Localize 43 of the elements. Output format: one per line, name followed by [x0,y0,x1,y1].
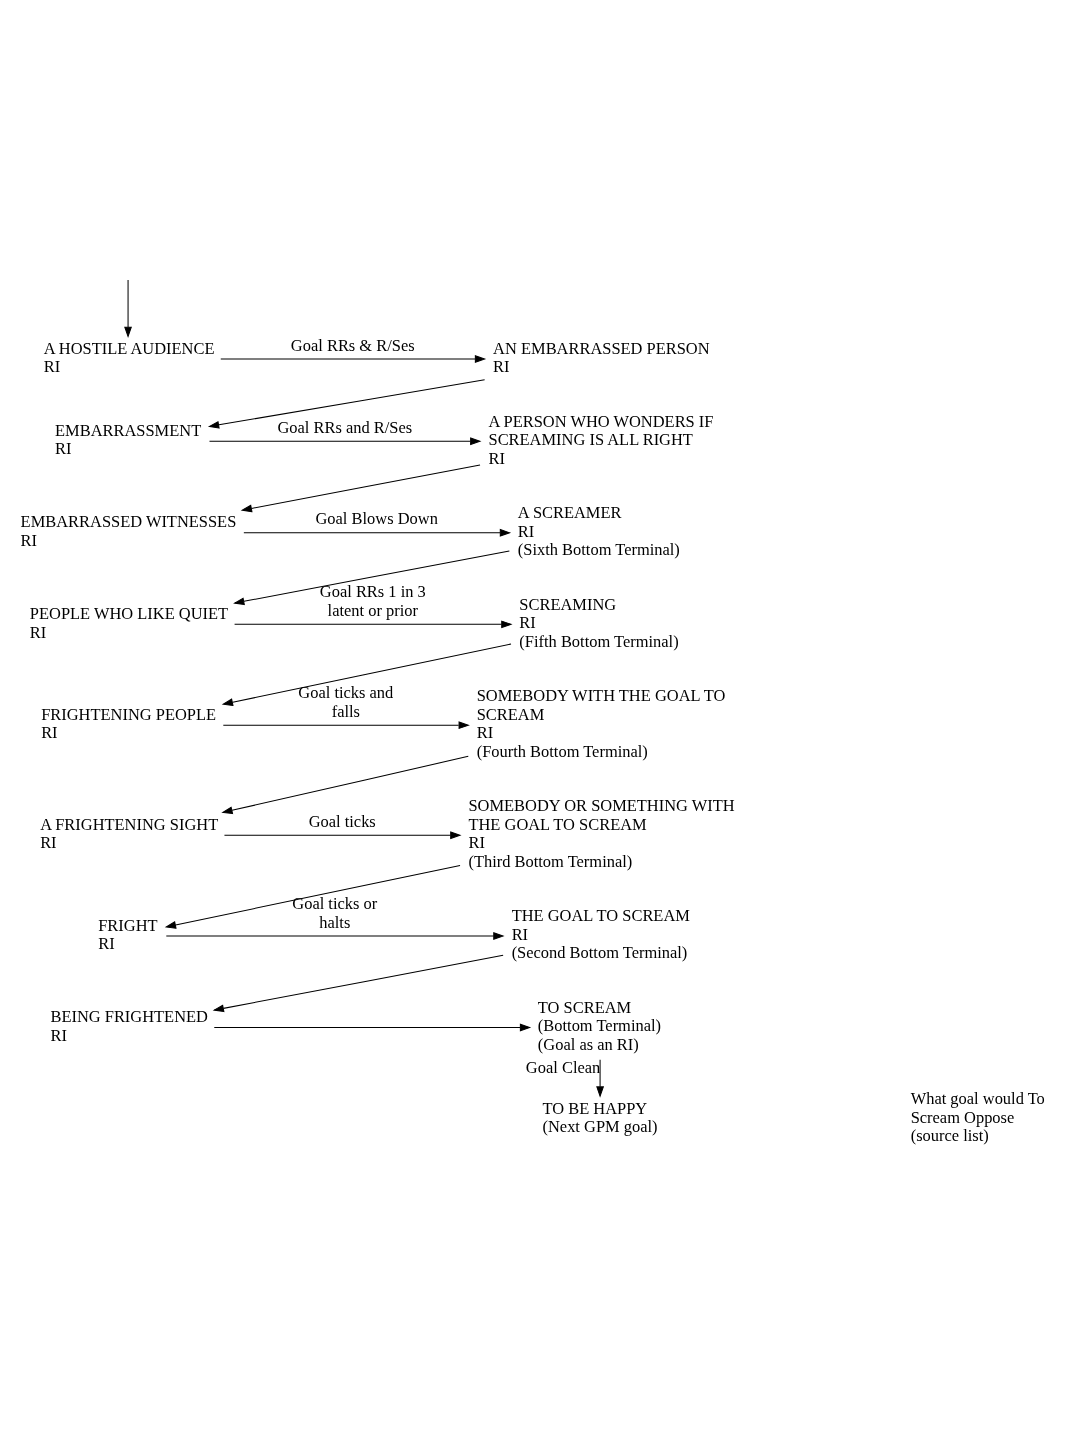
edge-label: Goal ticks and falls [298,683,394,721]
node-text: SOMEBODY WITH THE GOAL TO SCREAM RI (Fourth Bottom Terminal) [476,686,726,761]
arrow [212,954,504,1013]
node-text: THE GOAL TO SCREAM RI (Second Bottom Terminal) [511,906,690,963]
arrow [221,643,512,707]
node-text: FRIGHTENING PEOPLE RI [41,704,217,743]
node-text: AN EMBARRASSED PERSON RI [493,338,710,377]
node-text: A HOSTILE AUDIENCE RI [43,338,215,377]
arrow [240,464,481,513]
arrow [164,864,461,929]
arrow [234,620,513,629]
arrow [221,755,469,815]
arrow [223,831,462,840]
arrow [220,355,487,363]
node-text: BEING FRIGHTENED RI [50,1007,208,1045]
arrow [165,932,505,940]
node-text: PEOPLE WHO LIKE QUIET RI [29,604,229,642]
arrow [208,437,482,446]
node-text: TO BE HAPPY (Next GPM goal) [542,1098,658,1137]
node-text: EMBARRASSED WITNESSES RI [20,512,237,550]
node-text: EMBARRASSMENT RI [55,420,202,459]
edge-label: Goal RRs 1 in 3 latent or prior [319,582,426,620]
arrow [596,1059,605,1098]
node-text: TO SCREAM (Bottom Terminal) (Goal as an RI) [537,997,662,1054]
node-text: A PERSON WHO WONDERS IF SCREAMING IS ALL RIGHT RI [488,411,714,468]
edge-label: Goal Clean [525,1057,601,1077]
arrow [222,721,470,730]
node-text: A SCREAMER RI (Sixth Bottom Terminal) [517,503,680,560]
arrow [213,1023,532,1032]
node-text: FRIGHT RI [98,915,158,954]
node-text: SOMEBODY OR SOMETHING WITH THE GOAL TO SCREAM RI (Third Bottom Terminal) [468,796,735,871]
arrow [207,379,486,429]
edge-label: Goal RRs & R/Ses [290,335,415,355]
edge-label: Goal RRs and R/Ses [277,417,413,437]
arrow [243,528,512,537]
node-text: SCREAMING RI (Fifth Bottom Terminal) [519,594,679,651]
arrow [233,550,510,606]
edge-label: Goal ticks [308,811,376,831]
label: What goal would To Scream Oppose (source list) [910,1089,1045,1146]
arrow [124,279,133,338]
node-text: A FRIGHTENING SIGHT RI [40,814,219,853]
edge-label: Goal ticks or halts [292,894,378,932]
edge-label: Goal Blows Down [315,509,438,529]
